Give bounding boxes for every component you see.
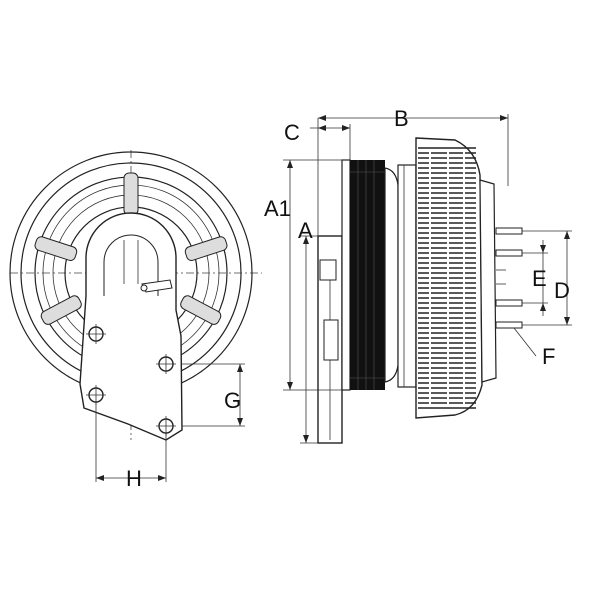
plate-detail-bottom (323, 319, 339, 361)
leader-f (513, 327, 537, 357)
label-e: E (532, 266, 547, 291)
side-view (283, 114, 572, 444)
spoke-lower-right (180, 295, 222, 325)
spoke-top (123, 172, 139, 216)
front-view (9, 150, 262, 482)
dimension-a-a1 (283, 159, 342, 444)
pulley (350, 160, 385, 390)
plate-detail-top (319, 259, 337, 281)
label-a1: A1 (264, 196, 291, 221)
label-f: F (542, 344, 555, 369)
studs (495, 227, 523, 329)
label-a: A (298, 218, 313, 243)
pulley-flange (384, 167, 399, 383)
spokes (34, 172, 228, 325)
pulley-grooves (350, 160, 385, 390)
stud-4 (495, 321, 523, 329)
lever-pivot (140, 284, 148, 292)
mounting-bracket (79, 212, 183, 441)
stud-3 (495, 299, 523, 307)
dimension-g (182, 363, 245, 427)
bracket-inner-arch (103, 234, 159, 296)
label-h: H (126, 466, 142, 491)
dimension-c (310, 118, 351, 236)
dimension-d-e (522, 230, 572, 326)
spoke-lower-left (40, 295, 82, 325)
stud-2 (495, 249, 523, 257)
label-d: D (554, 278, 570, 303)
label-b: B (394, 106, 409, 131)
dimension-b (318, 114, 509, 186)
rear-cover (479, 179, 497, 383)
dimension-h (95, 402, 167, 482)
spoke-upper-left (34, 236, 78, 261)
cooling-fins (418, 147, 476, 409)
clutch-hub (397, 164, 417, 388)
spoke-upper-right (184, 236, 228, 261)
housing-face (341, 159, 351, 391)
stud-1 (495, 227, 523, 235)
label-g: G (224, 388, 241, 413)
label-c: C (284, 120, 300, 145)
